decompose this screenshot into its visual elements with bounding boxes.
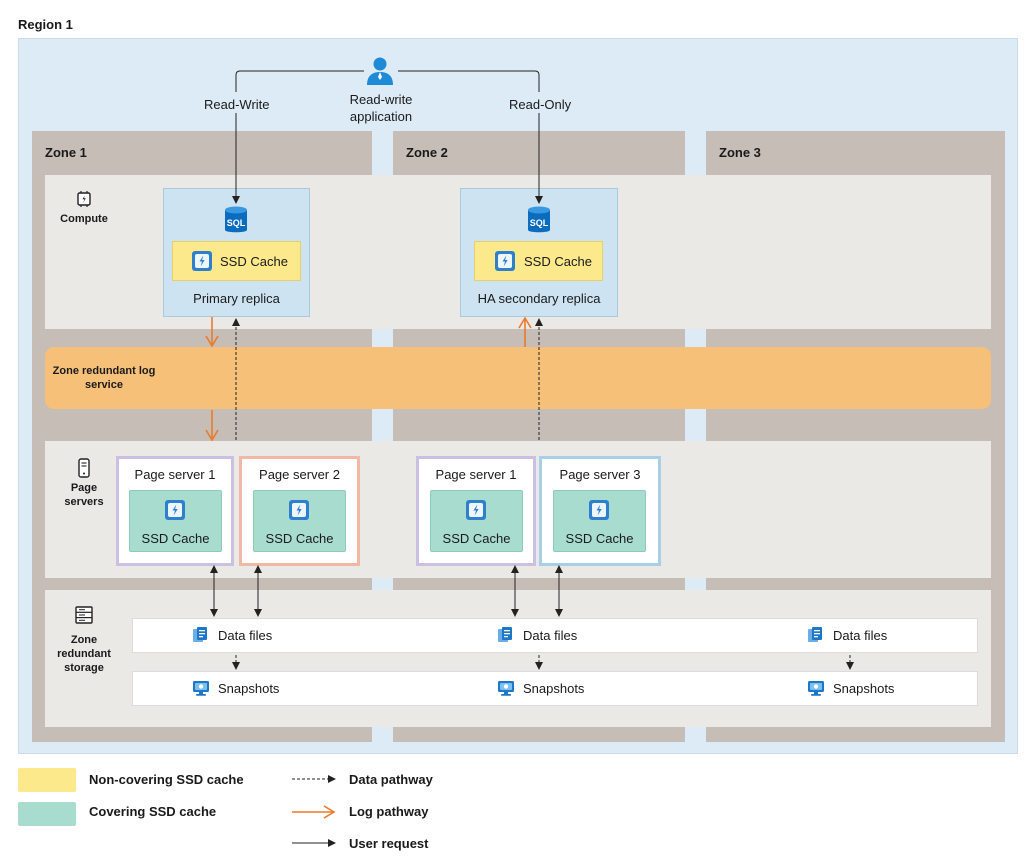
ssd-icon	[588, 499, 610, 526]
log-service-band	[45, 347, 991, 409]
chip-icon	[75, 190, 93, 213]
compute-label: Compute	[60, 213, 108, 225]
page-server-cache-label: SSD Cache	[265, 531, 334, 546]
primary-ssd-cache-label: SSD Cache	[220, 254, 288, 269]
page-server-title: Page server 3	[559, 467, 641, 482]
data-files-label: Data files	[833, 628, 888, 643]
ha-secondary-replica-label: HA secondary replica	[477, 291, 601, 306]
ssd-icon	[288, 499, 310, 526]
phone-icon	[77, 458, 91, 483]
legend-non-covering-swatch	[18, 768, 76, 792]
read-write-application-label: Read-write application	[349, 92, 413, 124]
zone-1-title: Zone 1	[45, 145, 87, 160]
page-server-cache-label: SSD Cache	[141, 531, 210, 546]
page-server-title: Page server 2	[259, 467, 340, 482]
sql-database-icon: SQL	[223, 205, 249, 240]
legend-data-pathway-label: Data pathway	[349, 772, 433, 787]
region-title: Region 1	[18, 17, 73, 32]
ssd-icon	[164, 499, 186, 526]
ssd-icon	[465, 499, 487, 526]
read-only-label: Read-Only	[507, 97, 574, 112]
page-server-cache-label: SSD Cache	[565, 531, 634, 546]
zone-2-title: Zone 2	[406, 145, 448, 160]
snapshot-icon	[496, 678, 516, 703]
secondary-ssd-cache-label: SSD Cache	[524, 254, 592, 269]
snapshots-label: Snapshots	[218, 681, 280, 696]
page-server-title: Page server 1	[435, 467, 517, 482]
data-files-row	[132, 618, 978, 653]
user-icon	[364, 54, 396, 91]
data-files-icon	[497, 626, 515, 649]
storage-band	[45, 590, 991, 727]
snapshot-icon	[191, 678, 211, 703]
sql-label: SQL	[530, 218, 549, 228]
ssd-icon	[191, 250, 213, 277]
log-service-label: Zone redundant log service	[52, 365, 156, 391]
data-files-label: Data files	[523, 628, 578, 643]
storage-label: Zone redundant storage	[57, 634, 111, 674]
sql-label: SQL	[227, 218, 246, 228]
page-server-title: Page server 1	[134, 467, 216, 482]
snapshots-label: Snapshots	[833, 681, 895, 696]
storage-icon	[74, 605, 94, 630]
page-servers-label: Page servers	[64, 482, 104, 508]
page-server-cache-label: SSD Cache	[442, 531, 511, 546]
snapshots-label: Snapshots	[523, 681, 585, 696]
legend-covering-swatch	[18, 802, 76, 826]
legend-log-pathway-label: Log pathway	[349, 804, 429, 819]
read-write-label: Read-Write	[202, 97, 272, 112]
legend-covering-label: Covering SSD cache	[89, 804, 217, 819]
legend-user-request-label: User request	[349, 836, 429, 851]
data-files-icon	[807, 626, 825, 649]
zone-3-title: Zone 3	[719, 145, 761, 160]
primary-replica-label: Primary replica	[193, 291, 280, 306]
legend-non-covering-label: Non-covering SSD cache	[89, 772, 244, 787]
data-files-label: Data files	[218, 628, 273, 643]
data-files-icon	[192, 626, 210, 649]
snapshots-row	[132, 671, 978, 706]
sql-database-icon: SQL	[526, 205, 552, 240]
snapshot-icon	[806, 678, 826, 703]
ssd-icon	[494, 250, 516, 277]
